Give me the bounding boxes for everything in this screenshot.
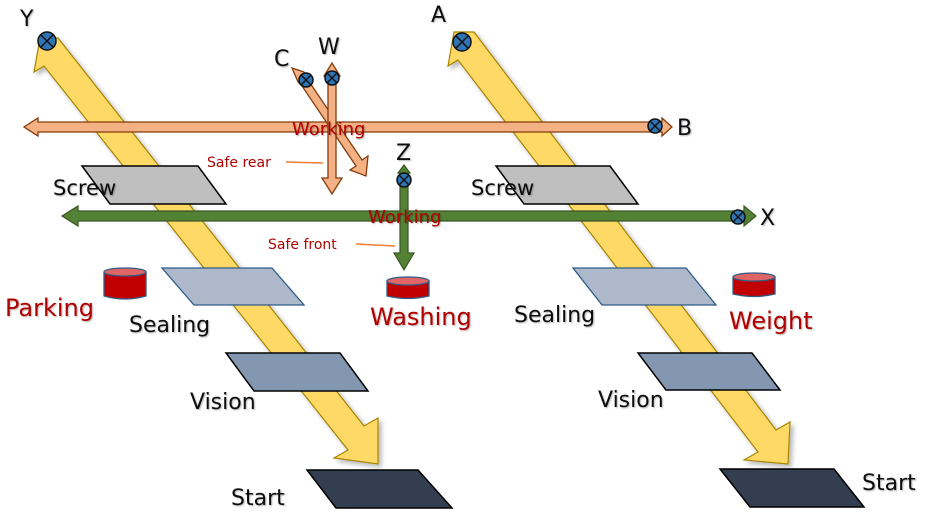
station-vision-left-label: Vision: [190, 390, 256, 415]
axis-label-y: Y: [19, 7, 34, 32]
motor-icon-z: [396, 172, 412, 188]
motor-icon-c: [298, 72, 314, 88]
axis-label-x: X: [760, 206, 775, 231]
station-screw-left: [80, 165, 228, 205]
station-screw-left-label: Screw: [53, 176, 116, 200]
motor-icon-w: [324, 70, 340, 86]
axis-w-arrow: [320, 61, 344, 196]
station-sealing-left: [160, 267, 306, 306]
bucket-washing-icon: [386, 276, 430, 300]
station-start-right-label: Start: [862, 471, 916, 496]
axis-w-shape: [320, 61, 344, 196]
axis-b-shape: [22, 116, 673, 138]
safe-rear-label: Safe rear: [207, 155, 271, 171]
motor-icon-b: [647, 118, 663, 134]
station-sealing-right: [571, 267, 718, 306]
axis-label-b: B: [677, 116, 692, 141]
station-start-left-label: Start: [231, 486, 285, 511]
bucket-parking-icon: [103, 267, 147, 300]
station-screw-right: [494, 165, 640, 205]
axis-label-a: A: [431, 3, 446, 28]
working-rear-label: Working: [292, 119, 365, 140]
safe-rear-leader-line: [285, 161, 324, 164]
motor-icon-a: [452, 32, 472, 52]
station-vision-left: [224, 352, 370, 392]
bucket-parking-label: Parking: [5, 294, 94, 322]
working-front-label: Working: [368, 207, 441, 228]
bucket-weight-label: Weight: [729, 307, 813, 335]
station-vision-right: [636, 352, 782, 391]
axis-label-z: Z: [396, 141, 411, 166]
safe-front-leader-line: [355, 243, 396, 247]
axis-z-arrow: [392, 164, 416, 272]
bucket-weight-icon: [732, 272, 776, 298]
station-sealing-left-label: Sealing: [129, 313, 210, 338]
motor-icon-y: [37, 31, 57, 51]
station-vision-right-label: Vision: [598, 388, 664, 413]
axis-z-shape: [392, 164, 416, 272]
axis-label-w: W: [318, 35, 340, 60]
bucket-washing-label: Washing: [370, 303, 472, 331]
motor-icon-x: [730, 209, 746, 225]
station-sealing-right-label: Sealing: [514, 303, 595, 328]
axis-b-arrow: [22, 116, 673, 138]
station-start-left: [305, 469, 454, 509]
axis-label-c: C: [274, 47, 289, 72]
station-screw-right-label: Screw: [471, 176, 534, 200]
safe-front-label: Safe front: [268, 237, 337, 253]
station-start-right: [718, 468, 866, 508]
